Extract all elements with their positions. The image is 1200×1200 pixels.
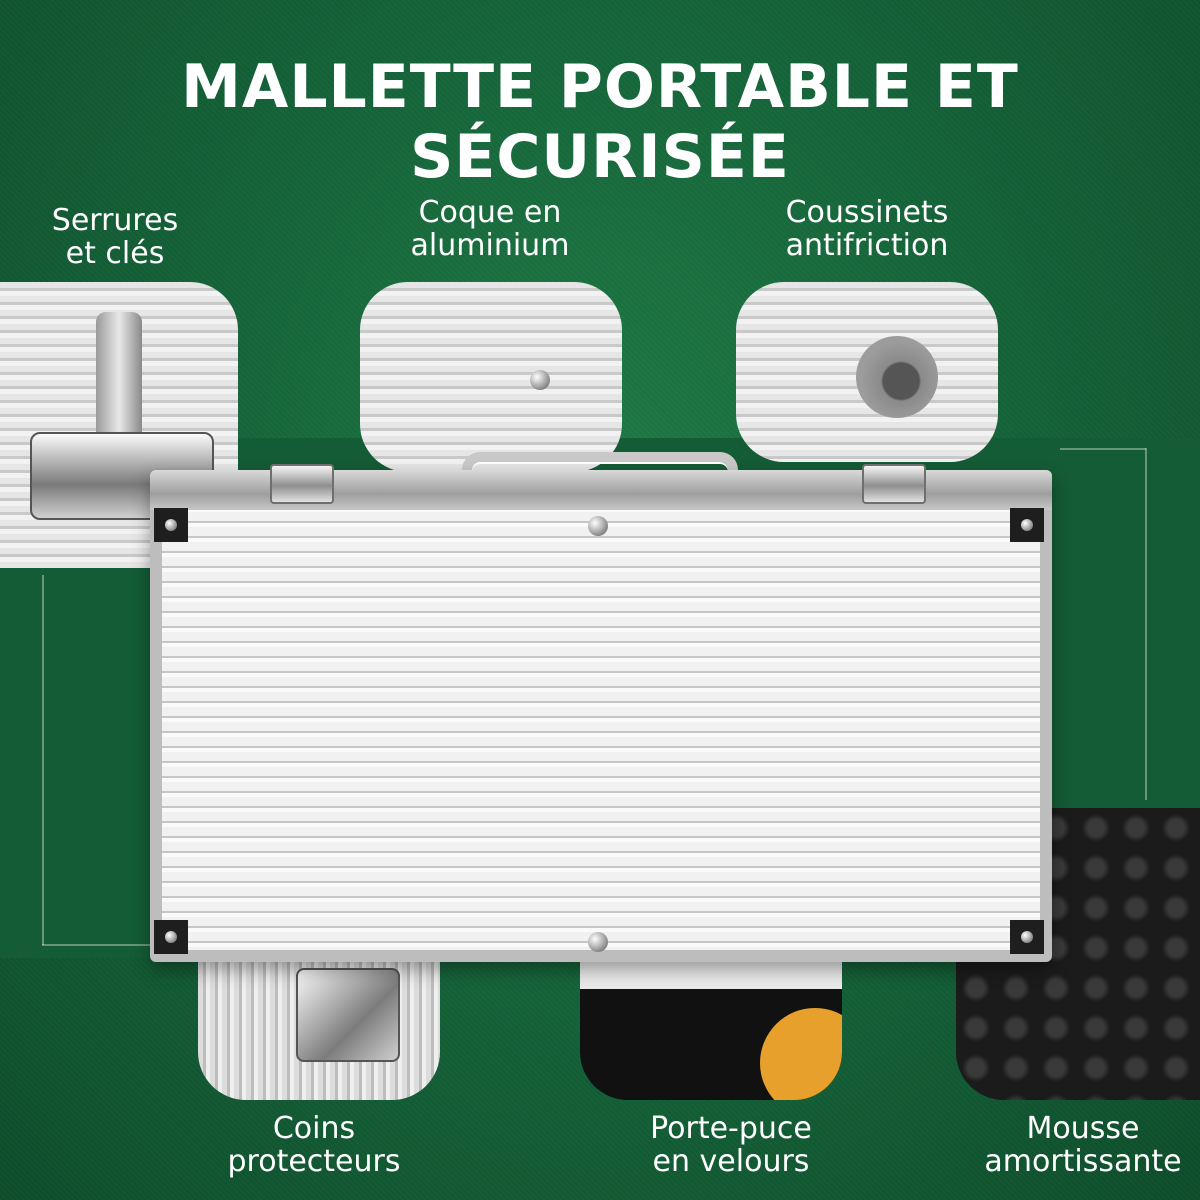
feature-label-line: et clés [65,236,165,271]
feature-label-velvet: Porte-puce en velours [610,1112,852,1178]
feature-label-pads: Coussinets antifriction [752,196,982,262]
bottom-rivet-icon [588,932,608,952]
feature-label-line: Coussinets [785,195,949,230]
feature-label-line: Mousse [1026,1111,1140,1146]
center-rivet-icon [588,516,608,536]
velvet-chip-tray-icon [580,958,842,1100]
feature-label-line: Coque en [418,195,562,230]
feature-label-corners: Coins protecteurs [196,1112,432,1178]
case-corner-top-right-icon [1010,508,1044,542]
aluminium-case [150,470,1052,962]
feature-label-line: Coins [272,1111,356,1146]
guide-line-right [1145,448,1147,800]
case-corner-bottom-left-icon [154,920,188,954]
feature-label-line: aluminium [410,228,570,263]
chip-icon [760,1008,842,1100]
feature-label-line: en velours [652,1144,810,1179]
guide-line-left [42,575,44,945]
guide-line-right-top [1060,448,1146,450]
feature-label-shell: Coque en aluminium [380,196,600,262]
feature-label-line: protecteurs [227,1144,401,1179]
rubber-foot-icon [736,282,998,462]
feature-label-line: Porte-puce [650,1111,812,1146]
guide-line-left-bottom [42,944,172,946]
feature-label-locks: Serrures et clés [20,204,210,270]
lock-key-icon [0,282,238,568]
page-title: MALLETTE PORTABLE ET SÉCURISÉE [181,52,1019,192]
metal-corner-icon [296,968,400,1062]
feature-label-line: Serrures [51,203,179,238]
corner-protector-icon [198,958,440,1100]
case-corner-bottom-right-icon [1010,920,1044,954]
case-corner-top-left-icon [154,508,188,542]
rubber-pad-icon [856,336,938,418]
feature-label-line: amortissante [984,1144,1182,1179]
feature-label-line: antifriction [785,228,949,263]
latch-left-icon [270,464,334,504]
rivet-icon [530,370,550,390]
aluminium-shell-icon [360,282,622,472]
feature-label-foam: Mousse amortissante [966,1112,1200,1178]
latch-right-icon [862,464,926,504]
